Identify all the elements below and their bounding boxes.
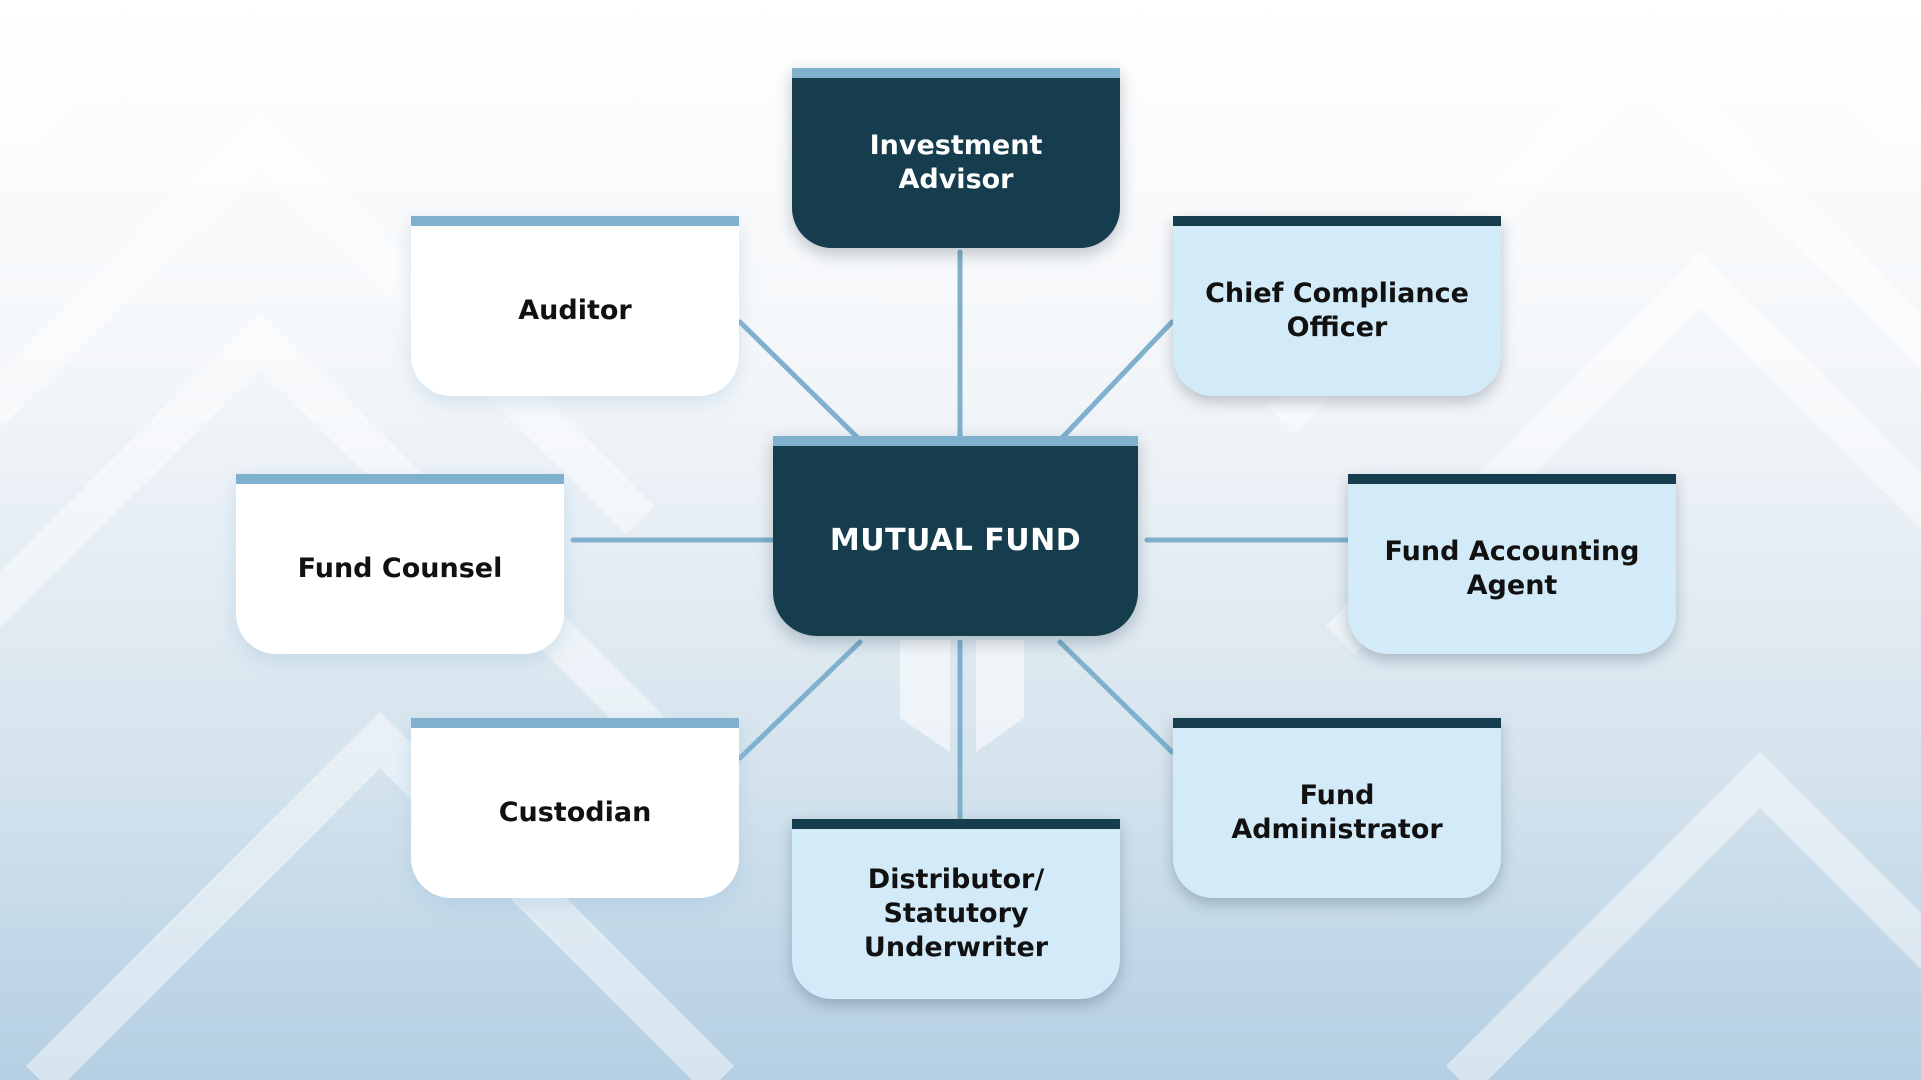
node-label: Investment Advisor bbox=[869, 130, 1043, 195]
node-top-bar bbox=[773, 436, 1138, 446]
connector-fund-administrator bbox=[1057, 639, 1175, 755]
ribbon-left bbox=[900, 640, 950, 752]
node-label: Custodian bbox=[498, 797, 652, 828]
node-label: Fund Administrator bbox=[1231, 780, 1443, 845]
node-label: Distributor/ Statutory Underwriter bbox=[863, 864, 1049, 963]
node-fund-counsel[interactable]: Fund Counsel bbox=[236, 474, 564, 654]
node-investment-advisor[interactable]: Investment Advisor bbox=[792, 68, 1120, 248]
node-top-bar bbox=[1348, 474, 1676, 484]
connector-chief-compliance-officer bbox=[1057, 319, 1175, 443]
connector-auditor bbox=[737, 319, 863, 443]
node-distributor-underwriter[interactable]: Distributor/ Statutory Underwriter bbox=[792, 819, 1120, 999]
node-label: Chief Compliance Officer bbox=[1205, 278, 1469, 343]
connector-custodian bbox=[737, 639, 863, 761]
node-label: Auditor bbox=[518, 295, 632, 326]
node-fund-administrator[interactable]: Fund Administrator bbox=[1173, 718, 1501, 898]
node-mutual-fund-center[interactable]: MUTUAL FUND bbox=[773, 436, 1138, 636]
node-top-bar bbox=[236, 474, 564, 484]
node-top-bar bbox=[411, 216, 739, 226]
node-top-bar bbox=[792, 68, 1120, 78]
node-top-bar bbox=[411, 718, 739, 728]
node-auditor[interactable]: Auditor bbox=[411, 216, 739, 396]
node-label: Fund Accounting Agent bbox=[1384, 536, 1640, 601]
node-top-bar bbox=[1173, 718, 1501, 728]
node-top-bar bbox=[792, 819, 1120, 829]
node-chief-compliance-officer[interactable]: Chief Compliance Officer bbox=[1173, 216, 1501, 396]
center-label: MUTUAL FUND bbox=[829, 523, 1082, 558]
node-fund-accounting-agent[interactable]: Fund Accounting Agent bbox=[1348, 474, 1676, 654]
node-custodian[interactable]: Custodian bbox=[411, 718, 739, 898]
node-label: Fund Counsel bbox=[297, 553, 503, 584]
node-top-bar bbox=[1173, 216, 1501, 226]
ribbon-right bbox=[976, 640, 1024, 752]
